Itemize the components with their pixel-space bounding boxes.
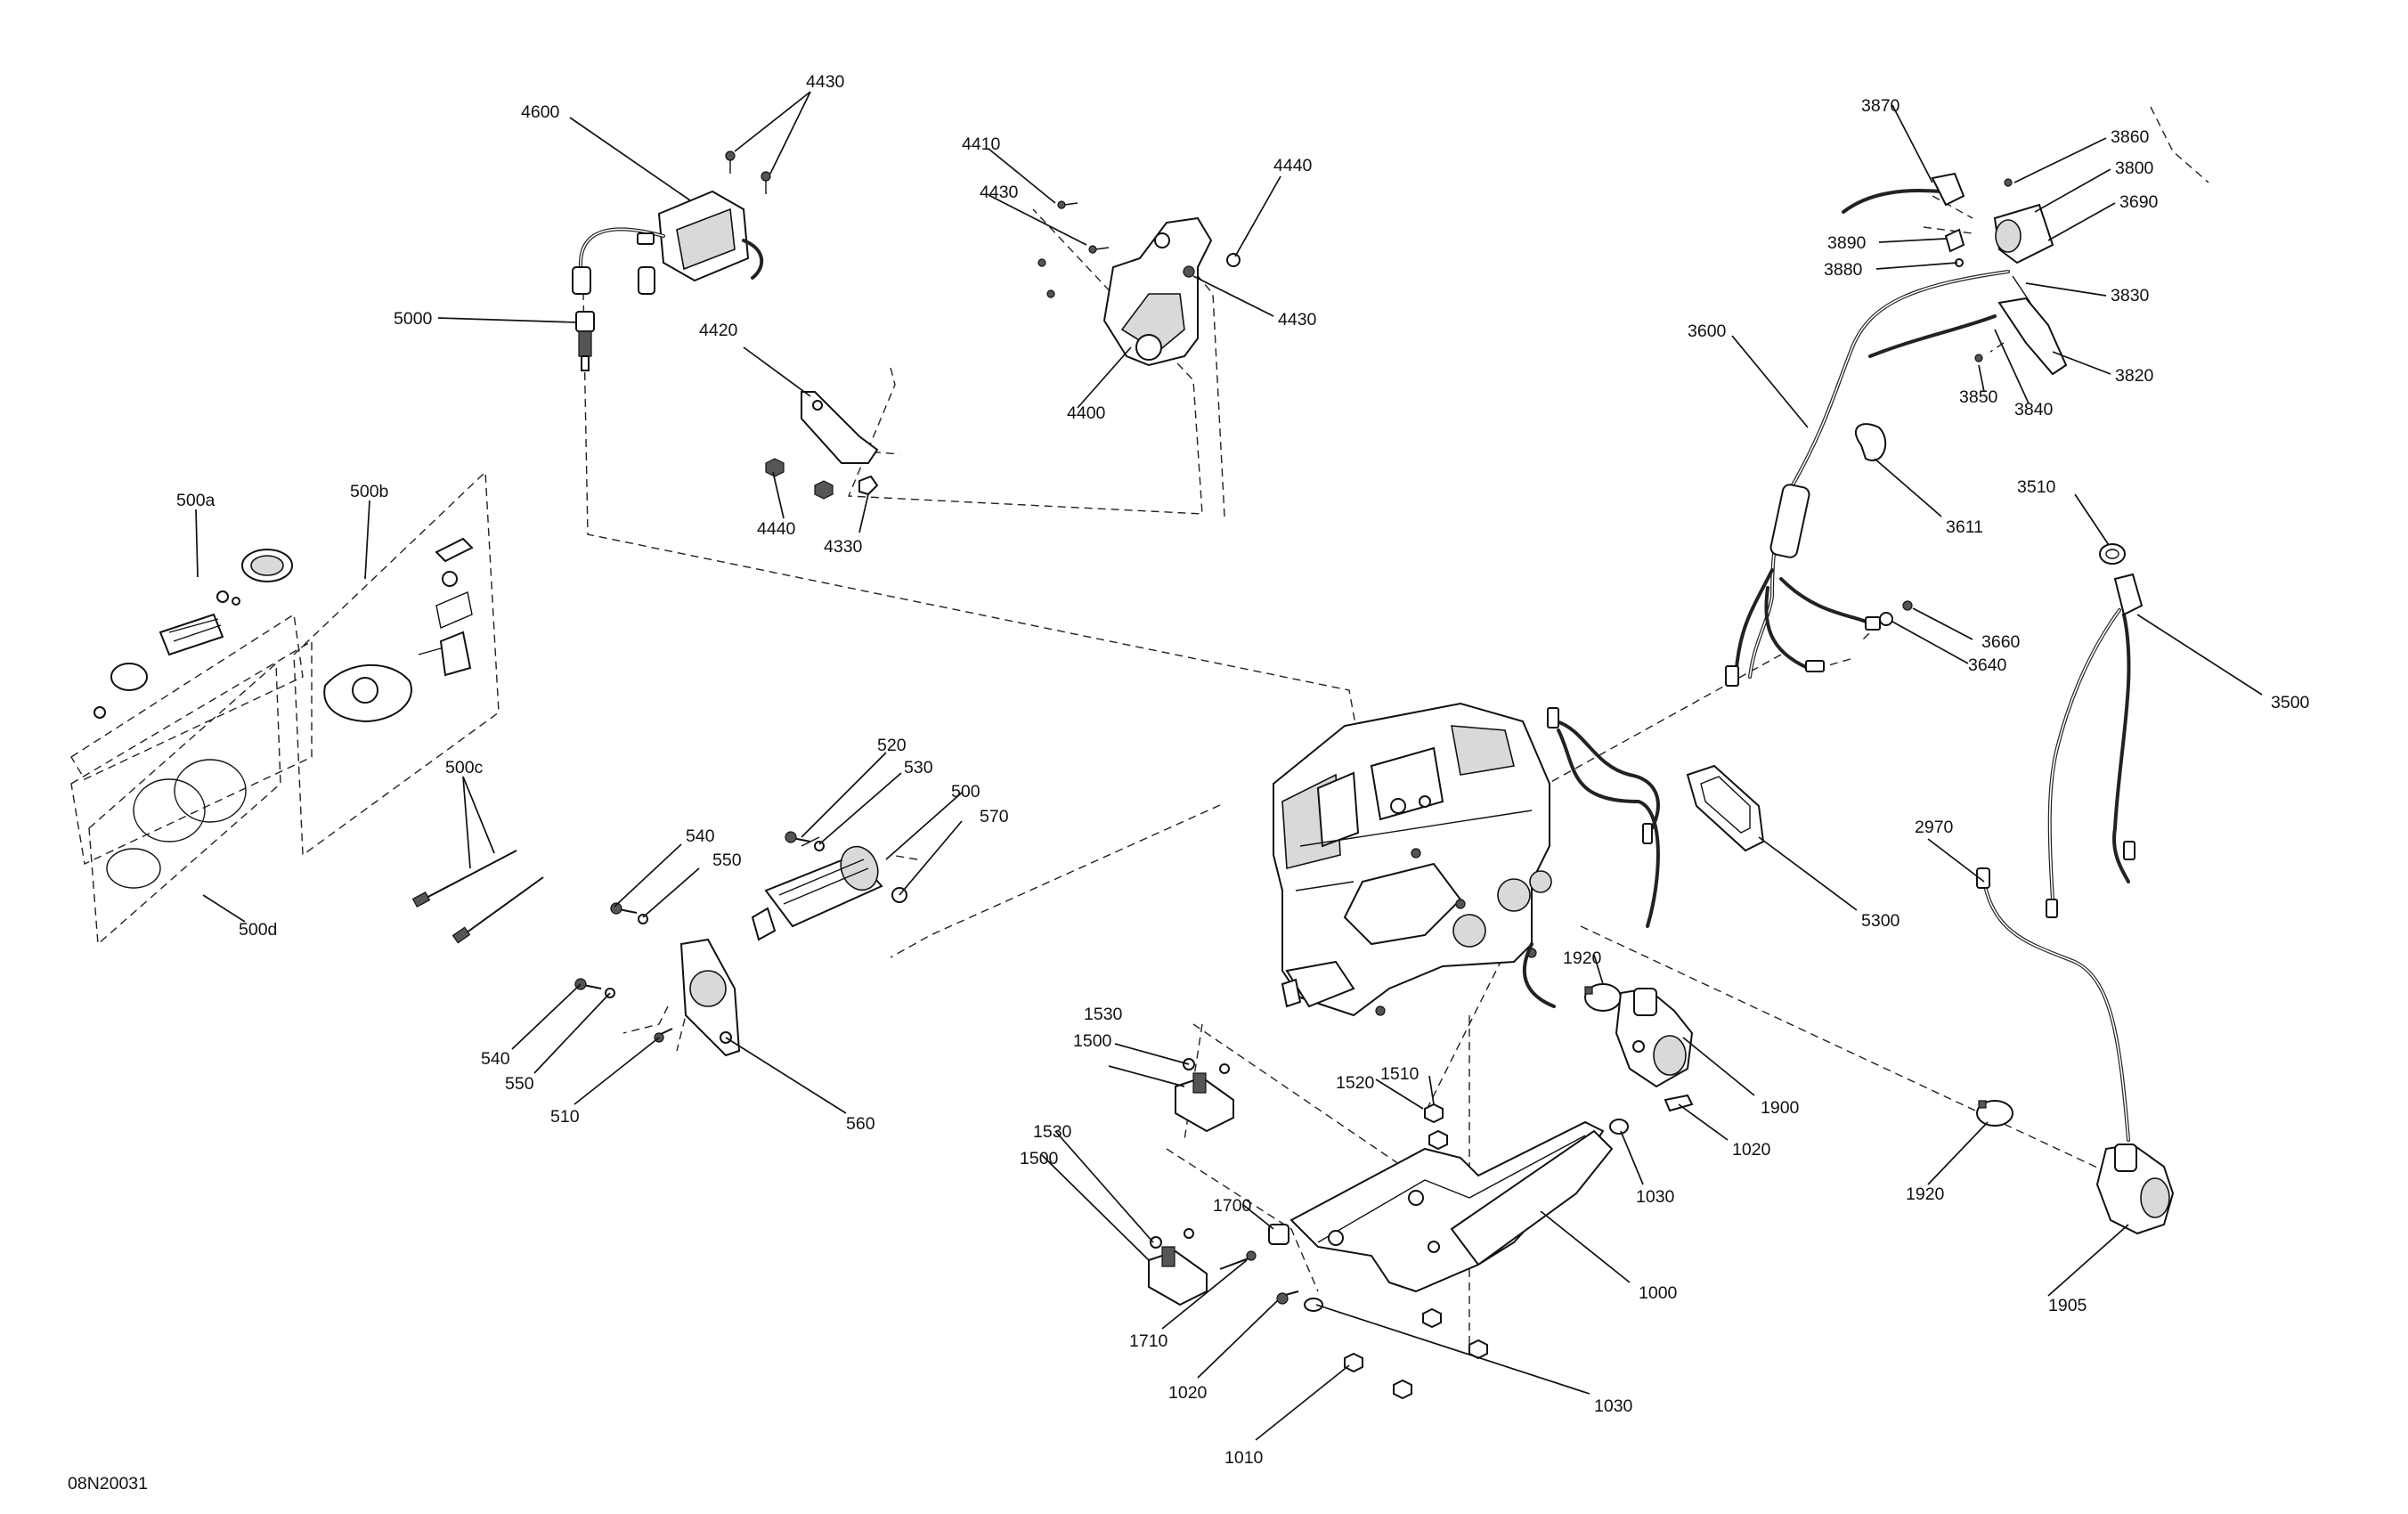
recoil-starter-kit-500a-icon bbox=[94, 549, 293, 719]
callout-4430: 4430 bbox=[1278, 310, 1317, 330]
engine-mount-lower-icon bbox=[1148, 1246, 1208, 1306]
callout-1030: 1030 bbox=[1594, 1396, 1633, 1416]
heated-grip-switch-icon bbox=[1842, 172, 1965, 214]
coil-bracket-icon bbox=[765, 391, 879, 500]
callout-540: 540 bbox=[481, 1049, 510, 1069]
callout-1710: 1710 bbox=[1129, 1331, 1168, 1351]
leader-lines bbox=[195, 91, 2263, 1441]
callout-4440: 4440 bbox=[757, 519, 796, 539]
callout-1010: 1010 bbox=[1224, 1448, 1264, 1468]
callout-1900: 1900 bbox=[1761, 1098, 1800, 1118]
callout-4400: 4400 bbox=[1067, 403, 1106, 423]
callout-3690: 3690 bbox=[2119, 192, 2159, 212]
callout-520: 520 bbox=[877, 736, 907, 755]
throttle-lever-icon bbox=[1868, 275, 2068, 376]
callout-550: 550 bbox=[712, 851, 742, 870]
callout-4330: 4330 bbox=[824, 537, 863, 557]
callout-5000: 5000 bbox=[394, 309, 433, 329]
callout-4430: 4430 bbox=[806, 72, 845, 92]
spark-plug-icon bbox=[575, 311, 595, 371]
throttle-cable-icon bbox=[1976, 867, 2130, 1142]
callout-570: 570 bbox=[980, 807, 1009, 826]
callout-3880: 3880 bbox=[1824, 260, 1863, 280]
callout-1510: 1510 bbox=[1380, 1064, 1420, 1084]
callout-1020: 1020 bbox=[1168, 1383, 1208, 1403]
callout-540: 540 bbox=[686, 826, 715, 846]
electric-starter-icon bbox=[751, 836, 883, 941]
coil-bolts-icon bbox=[725, 151, 771, 194]
engine-cradle-icon bbox=[1289, 1120, 1614, 1293]
starter-bracket-icon bbox=[679, 938, 741, 1057]
callout-500: 500 bbox=[951, 782, 980, 802]
callout-1500: 1500 bbox=[1020, 1149, 1059, 1168]
callout-500c: 500c bbox=[445, 758, 484, 777]
callout-1920: 1920 bbox=[1563, 948, 1602, 968]
throttle-housing-icon bbox=[1993, 178, 2054, 265]
callout-3611: 3611 bbox=[1946, 517, 1983, 537]
callout-1700: 1700 bbox=[1213, 1196, 1252, 1216]
cradle-fasteners-icon bbox=[1150, 1058, 1694, 1400]
callout-3820: 3820 bbox=[2115, 366, 2154, 386]
recoil-starter-kit-500b-icon bbox=[323, 537, 474, 723]
callout-3890: 3890 bbox=[1827, 233, 1867, 253]
callout-1530: 1530 bbox=[1033, 1122, 1072, 1142]
callout-4410: 4410 bbox=[962, 134, 1001, 154]
callout-3840: 3840 bbox=[2014, 400, 2054, 419]
choke-nut-icon bbox=[2099, 543, 2126, 565]
handlebar-harness-icon bbox=[1725, 270, 2010, 687]
carb-clamp-right-icon bbox=[1976, 1100, 2013, 1127]
callout-4440: 4440 bbox=[1273, 156, 1313, 175]
callout-3800: 3800 bbox=[2115, 159, 2154, 178]
callout-4420: 4420 bbox=[699, 321, 738, 340]
callout-3660: 3660 bbox=[1981, 632, 2021, 652]
callout-1905: 1905 bbox=[2048, 1296, 2087, 1315]
callout-4430: 4430 bbox=[980, 183, 1019, 202]
callout-510: 510 bbox=[550, 1107, 580, 1127]
ecu-bracket-icon bbox=[1037, 200, 1241, 367]
callout-3830: 3830 bbox=[2111, 286, 2150, 305]
callout-500b: 500b bbox=[350, 482, 389, 501]
callout-labels: 4600 4430 5000 4420 4440 4330 4410 4430 … bbox=[68, 72, 2310, 1494]
callout-1520: 1520 bbox=[1336, 1073, 1375, 1093]
callout-1530: 1530 bbox=[1084, 1005, 1123, 1024]
callout-3500: 3500 bbox=[2271, 693, 2310, 712]
harness-fasteners-icon bbox=[1879, 600, 1913, 626]
engine-block-icon bbox=[1273, 702, 1552, 1017]
engine-mount-upper-icon bbox=[1175, 1072, 1234, 1133]
callout-500d: 500d bbox=[239, 920, 277, 940]
callout-500a: 500a bbox=[176, 491, 216, 510]
callout-550: 550 bbox=[505, 1074, 534, 1094]
callout-3850: 3850 bbox=[1959, 387, 1998, 407]
long-bolts-icon bbox=[411, 850, 544, 944]
callout-3870: 3870 bbox=[1861, 96, 1900, 116]
callout-2970: 2970 bbox=[1915, 818, 1954, 837]
figure-id: 08N20031 bbox=[68, 1474, 148, 1494]
callout-1500: 1500 bbox=[1073, 1031, 1112, 1051]
callout-3510: 3510 bbox=[2017, 477, 2056, 497]
carburetor-1900-icon bbox=[1615, 987, 1694, 1088]
callout-560: 560 bbox=[846, 1114, 875, 1134]
choke-cable-icon bbox=[2046, 573, 2144, 918]
carb-clamp-icon bbox=[1584, 983, 1622, 1012]
engine-harness-icon bbox=[1522, 707, 1660, 1008]
callout-3640: 3640 bbox=[1968, 655, 2007, 675]
carburetor-1905-icon bbox=[2095, 1143, 2175, 1235]
grip-bolt-icon bbox=[1944, 228, 1965, 267]
ignition-coil-icon bbox=[572, 190, 764, 295]
callout-1020: 1020 bbox=[1732, 1140, 1771, 1160]
callout-1920: 1920 bbox=[1906, 1184, 1945, 1204]
harness-retainer-icon bbox=[1855, 423, 1887, 461]
callout-3860: 3860 bbox=[2111, 127, 2150, 147]
callout-4600: 4600 bbox=[521, 102, 560, 122]
callout-530: 530 bbox=[904, 758, 933, 777]
callout-5300: 5300 bbox=[1861, 911, 1900, 931]
callout-3600: 3600 bbox=[1688, 322, 1727, 341]
recoil-starter-kit-500d-icon bbox=[106, 759, 247, 889]
callout-1000: 1000 bbox=[1639, 1283, 1678, 1303]
callout-1030: 1030 bbox=[1636, 1187, 1675, 1207]
air-intake-boot-icon bbox=[1686, 764, 1765, 852]
